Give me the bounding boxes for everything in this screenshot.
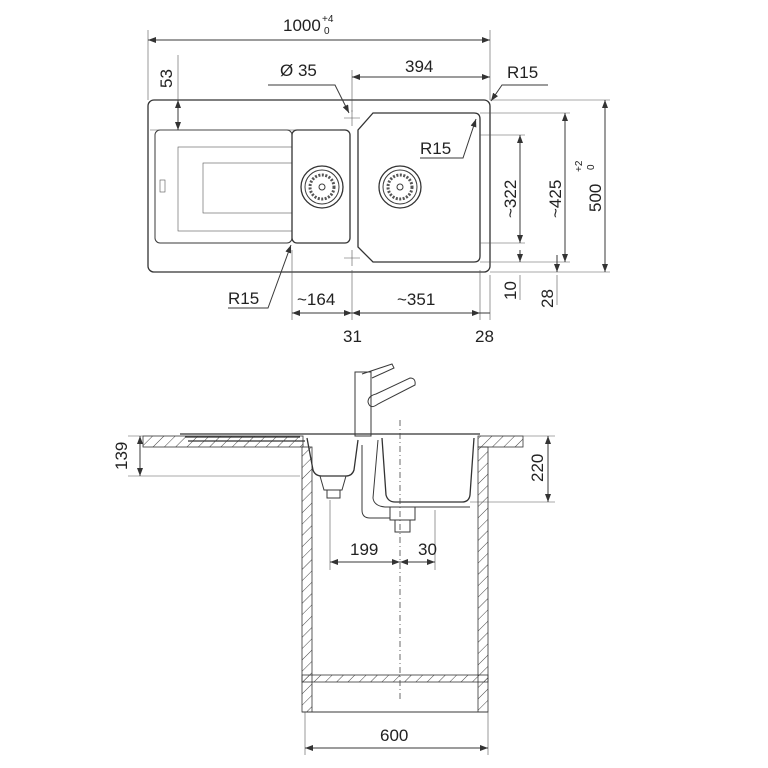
divider-label: 31 (343, 327, 362, 346)
radius-small-bowl-label: R15 (228, 289, 259, 308)
drainer-groove (177, 146, 293, 232)
side-extension-lines (128, 435, 555, 755)
cabinet-wall-right (477, 446, 489, 713)
bowl-depth-inner-label: ~322 (501, 180, 520, 218)
extension-lines (147, 30, 610, 320)
radius-bowl-label: R15 (420, 139, 451, 158)
countertop-right (477, 435, 524, 448)
width-tol-minus: 0 (324, 26, 330, 37)
large-bowl-profile (381, 437, 475, 503)
tap-icon (354, 363, 416, 437)
rim-front-label: 10 (501, 281, 520, 300)
right-rim-label: 28 (475, 327, 494, 346)
bowl-width-label: 394 (405, 57, 433, 76)
cabinet-bottom (301, 674, 489, 683)
waste-trap (361, 445, 416, 533)
sink-outline (147, 99, 491, 273)
large-bowl-height-label: 220 (528, 454, 547, 482)
bowl-depth-outer-label: ~425 (546, 180, 565, 218)
drainer-offset-label: 53 (157, 69, 176, 88)
dimension-lines (148, 37, 608, 316)
small-bowl-width-label: ~164 (297, 290, 335, 309)
width-tol-plus: +4 (322, 14, 334, 25)
drain-offset-label: 199 (350, 540, 378, 559)
drain-small-icon (300, 165, 344, 209)
cabinet-width-label: 600 (380, 726, 408, 745)
depth-tol-minus: 0 (586, 164, 597, 170)
drainer-inner-groove (202, 162, 293, 214)
depth-tol-plus: +2 (574, 160, 585, 172)
sink-rim (180, 433, 480, 442)
top-view: 1000 +4 0 53 Ø 35 394 R15 R15 R15 ~322 ~… (147, 14, 610, 346)
large-bowl-width-label: ~351 (397, 290, 435, 309)
side-dimension-lines (137, 436, 551, 751)
large-bowl (357, 112, 481, 263)
small-bowl-profile (306, 437, 359, 477)
drain-large-icon (378, 165, 422, 209)
side-view: 139 220 199 30 600 (112, 363, 555, 755)
tap-hole-label: Ø 35 (280, 61, 317, 80)
tap-hole-marks (344, 110, 360, 266)
width-label: 1000 (283, 16, 321, 35)
drainer-overflow (159, 179, 166, 193)
drain-offset-small-label: 30 (418, 540, 437, 559)
large-bowl-outer (372, 439, 470, 508)
depth-label: 500 (586, 184, 605, 212)
cabinet-wall-left (301, 446, 313, 713)
small-drain (319, 475, 347, 499)
radius-outer-label: R15 (507, 63, 538, 82)
rim-back-label: 28 (538, 289, 557, 308)
small-bowl-height-label: 139 (112, 442, 131, 470)
